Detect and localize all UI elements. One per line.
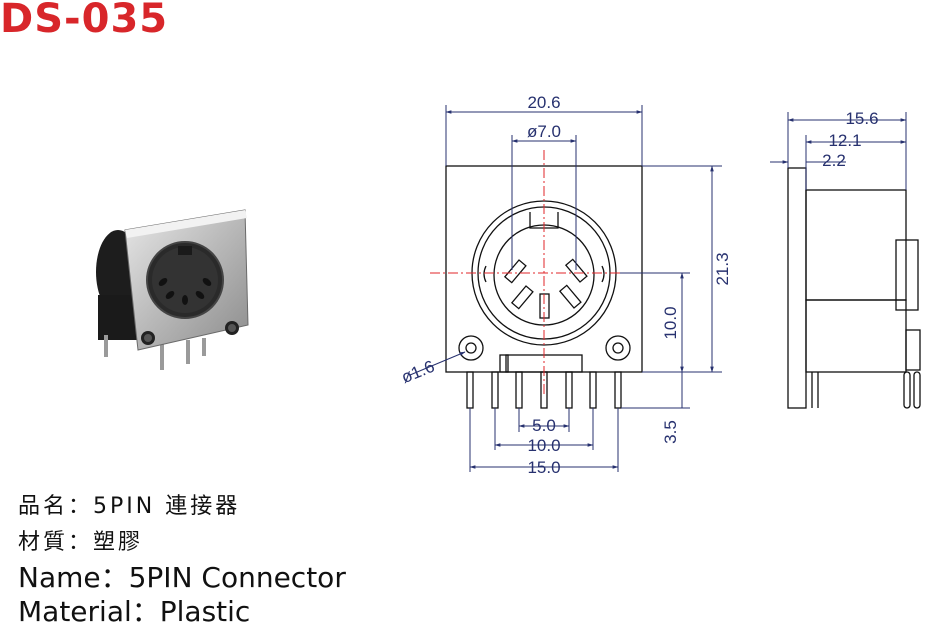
- dim-side-flange: 2.2: [822, 151, 846, 170]
- spec-name-zh: 品名：5PIN 連接器: [18, 494, 241, 519]
- spec-material-en: Material：Plastic: [18, 595, 251, 628]
- dim-pin-spacing-inner: 5.0: [532, 416, 556, 435]
- product-title: DS-035: [0, 0, 169, 42]
- dim-side-depth: 15.6: [845, 109, 878, 128]
- spec-name-en: Name：5PIN Connector: [18, 561, 346, 594]
- dim-circle-diameter: ø7.0: [527, 122, 561, 141]
- dim-pin-spacing-mid: 10.0: [527, 436, 560, 455]
- spec-material-zh: 材質：塑膠: [18, 530, 144, 555]
- dim-overall-width: 20.6: [527, 93, 560, 112]
- dim-center-height: 10.0: [661, 306, 680, 339]
- dim-pin-length: 3.5: [661, 420, 680, 444]
- dim-height: 21.3: [713, 252, 732, 285]
- dim-side-body: 12.1: [828, 131, 861, 150]
- connector-photo: [96, 209, 249, 370]
- dim-hole-diameter: ø1.6: [399, 357, 438, 387]
- dim-pin-spacing-outer: 15.0: [527, 458, 560, 477]
